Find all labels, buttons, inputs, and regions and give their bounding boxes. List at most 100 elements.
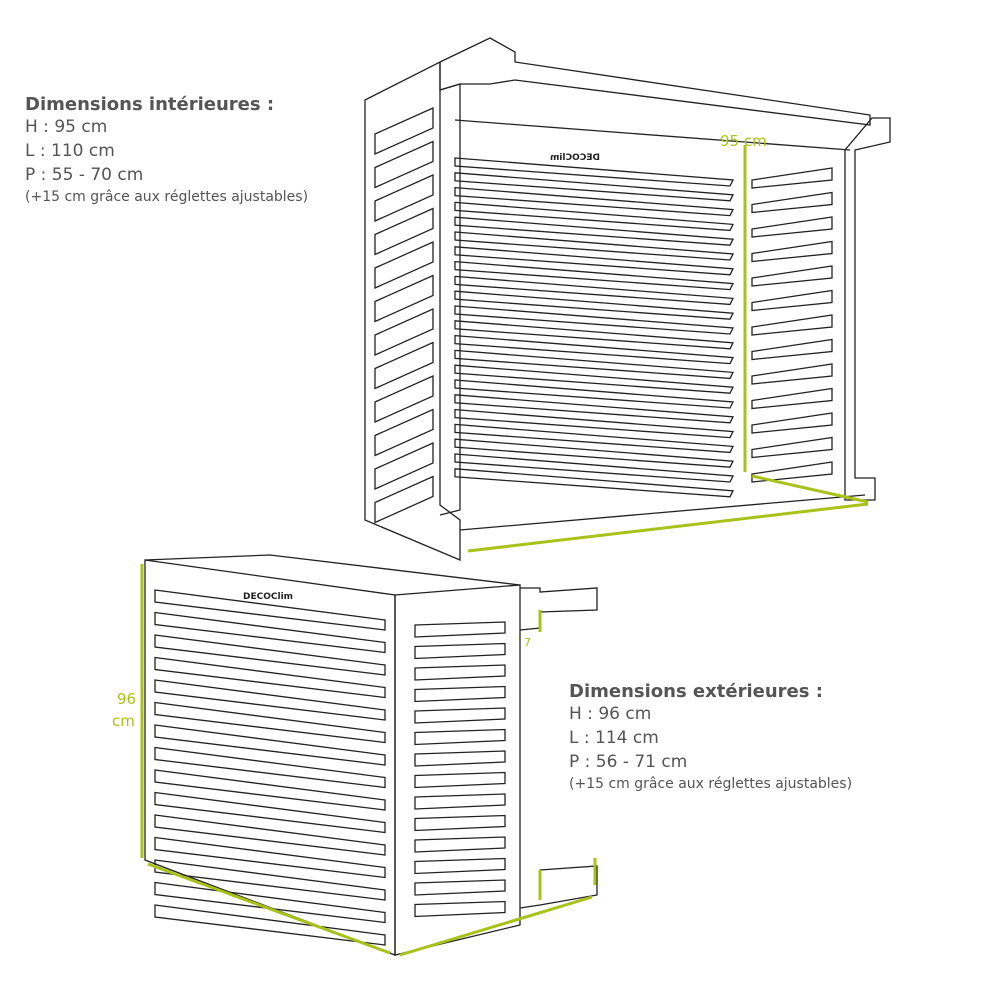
left-panel-slat <box>374 475 434 524</box>
front-slat <box>154 881 386 924</box>
front-slat <box>154 701 386 744</box>
top-height-label: 95 cm <box>720 132 767 150</box>
left-panel-slat <box>374 140 434 189</box>
left-panel-slat <box>374 307 434 357</box>
left-panel-slat <box>374 341 434 390</box>
side-slat <box>414 664 506 681</box>
left-panel-slat <box>374 274 434 323</box>
back-panel-slat <box>454 438 735 468</box>
closed-cover-drawing: DECOClim <box>144 554 598 956</box>
side-slat <box>414 771 506 789</box>
back-panel-top <box>454 119 851 151</box>
front-slat <box>154 589 386 631</box>
side-slat <box>414 814 506 832</box>
back-panel-slat <box>454 172 735 202</box>
exterior-title: Dimensions extérieures : <box>569 681 823 702</box>
interior-title: Dimensions intérieures : <box>25 94 275 115</box>
bottom-depth-arrow <box>399 895 593 957</box>
top-width-arrow <box>467 502 869 553</box>
front-slat <box>154 746 386 789</box>
interior-height: H : 95 cm <box>25 117 108 137</box>
side-slat <box>414 642 506 660</box>
rear-rail-top <box>519 587 598 631</box>
right-post <box>844 117 891 501</box>
front-slat <box>154 836 386 879</box>
exterior-note: (+15 cm grâce aux réglettes ajustables) <box>569 776 853 792</box>
side-face <box>394 584 521 956</box>
adjust-label: 7 <box>524 636 531 649</box>
exterior-dimensions: Dimensions extérieures : H : 96 cm L : 1… <box>569 681 852 794</box>
front-slat <box>154 656 386 699</box>
right-panel-slat <box>751 216 833 238</box>
back-panel-slat <box>454 320 735 350</box>
back-panel-slat <box>454 408 735 439</box>
bottom-width-arrow <box>147 862 391 955</box>
back-panel-slat <box>454 275 735 306</box>
interior-depth: P : 55 - 70 cm <box>25 165 144 185</box>
back-panel-slat <box>454 216 735 246</box>
open-cover-drawing: DECOClim <box>364 37 891 561</box>
back-panel-slat <box>454 246 735 276</box>
back-panel-slat <box>454 157 735 187</box>
interior-width: L : 110 cm <box>25 141 115 161</box>
right-panel-slat <box>751 387 833 410</box>
right-panel-slat <box>751 314 833 336</box>
front-slat <box>154 814 386 856</box>
side-slat <box>414 728 506 746</box>
front-slat <box>154 769 386 811</box>
back-panel-slat <box>454 349 735 380</box>
back-panel-slat <box>454 186 735 217</box>
front-slat <box>154 611 386 654</box>
back-panel-slat <box>454 290 735 320</box>
back-panel-slat <box>454 379 735 409</box>
logo: DECOClim <box>243 592 293 602</box>
right-panel-slat <box>751 167 833 189</box>
left-panel-slat <box>374 173 434 223</box>
side-slat <box>414 793 506 810</box>
right-panel-slat <box>751 412 833 434</box>
back-panel-slat <box>454 423 735 454</box>
side-slat <box>414 900 506 918</box>
bottom-height-unit: cm <box>112 712 135 730</box>
right-panel-slat <box>751 338 833 361</box>
interior-dimensions: Dimensions intérieures : H : 95 cm L : 1… <box>25 94 308 207</box>
left-panel-slat <box>374 207 434 256</box>
left-panel-slat <box>374 240 434 290</box>
back-panel-slat <box>454 468 735 498</box>
right-panel-slat <box>751 461 833 483</box>
top-depth-arrow <box>751 474 869 504</box>
right-panel-slat <box>751 191 833 214</box>
right-panel-slat <box>751 363 833 385</box>
right-panel-slat <box>751 265 833 287</box>
side-slat <box>414 879 506 896</box>
front-slat <box>154 904 386 946</box>
exterior-width: L : 114 cm <box>569 728 659 748</box>
top-edge <box>144 554 521 586</box>
front-slat <box>154 634 386 676</box>
left-panel-slat <box>374 408 434 457</box>
dimension-arrows <box>140 145 869 957</box>
front-slat <box>154 724 386 766</box>
side-slat <box>414 685 506 703</box>
left-panel-slat <box>374 106 434 156</box>
side-slat <box>414 750 506 767</box>
floor-edge <box>459 494 866 531</box>
right-panel-slat <box>751 289 833 312</box>
back-panel-slat <box>454 364 735 394</box>
back-panel-slat <box>454 334 735 365</box>
left-panel-slat <box>374 441 434 491</box>
exterior-depth: P : 56 - 71 cm <box>569 752 688 772</box>
back-panel-slat <box>454 260 735 291</box>
front-slat <box>154 791 386 834</box>
right-panel-slat <box>751 240 833 263</box>
side-slat <box>414 621 506 638</box>
back-panel-slat <box>454 231 735 261</box>
rear-rail-bottom <box>519 865 598 909</box>
side-slat <box>414 857 506 875</box>
exterior-height: H : 96 cm <box>569 704 652 724</box>
back-panel-slat <box>454 394 735 424</box>
back-panel-slat <box>454 305 735 335</box>
logo-mirrored: DECOClim <box>550 153 600 163</box>
back-panel-slat <box>454 201 735 232</box>
